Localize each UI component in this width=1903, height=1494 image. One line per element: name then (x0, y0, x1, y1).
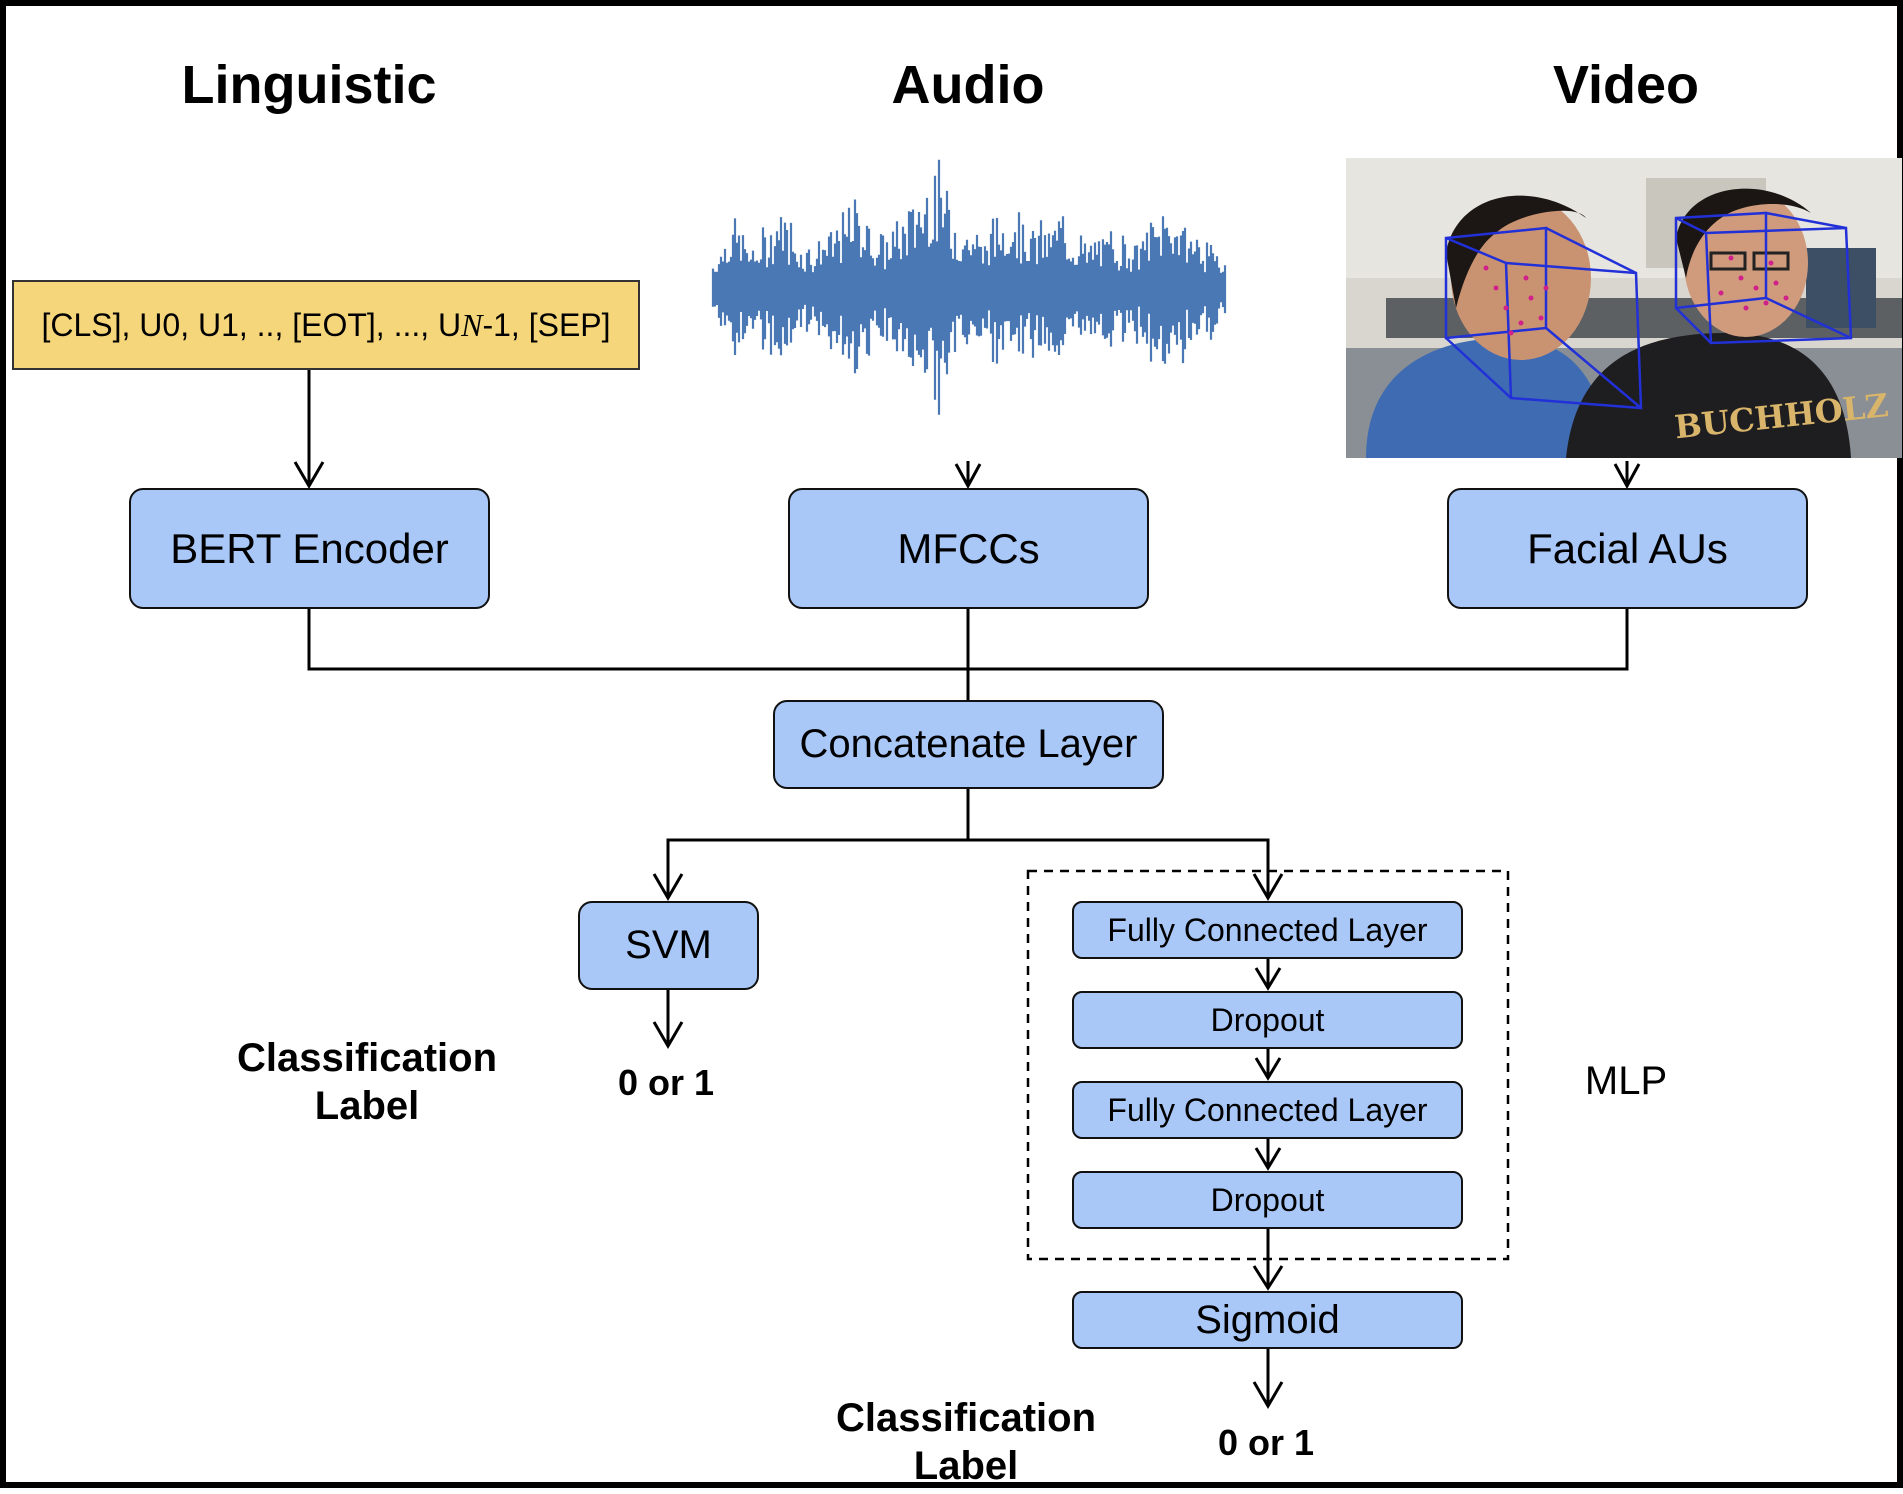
arrowhead-mlp (1252, 873, 1284, 901)
mlp-label: MLP (1584, 1059, 1668, 1103)
mlp-dropout1-box: Dropout (1072, 991, 1463, 1049)
arrowhead-fc2 (1254, 1057, 1282, 1081)
arrowhead-aus (1613, 463, 1641, 490)
input-sequence-suffix: -1, [SEP] (482, 306, 611, 343)
input-sequence-prefix: [CLS], U0, U1, .., [EOT], ..., U (41, 306, 462, 343)
video-frame-image: BUCHHOLZ (1346, 158, 1902, 458)
arrowhead-svm-output (652, 1021, 684, 1049)
sigmoid-box: Sigmoid (1072, 1291, 1463, 1349)
audio-waveform (711, 159, 1227, 415)
mlp-dropout2-box: Dropout (1072, 1171, 1463, 1229)
arrowhead-sigmoid (1252, 1265, 1284, 1291)
classification-label-mlp-line1: Classification (835, 1396, 1097, 1440)
mlp-container (1026, 869, 1510, 1261)
mlp-output-label: 0 or 1 (1217, 1422, 1315, 1463)
arrowhead-sigmoid-output (1252, 1381, 1284, 1409)
bert-encoder-box: BERT Encoder (129, 488, 490, 609)
mlp-fc2-box: Fully Connected Layer (1072, 1081, 1463, 1139)
input-sequence-n: N (461, 306, 483, 343)
concatenate-layer-box: Concatenate Layer (773, 700, 1164, 789)
classification-label-svm: Classification Label (237, 1034, 497, 1130)
connector-concat-split (666, 789, 970, 898)
classification-label-svm-line1: Classification (236, 1036, 498, 1080)
classification-label-svm-line2: Label (314, 1084, 420, 1128)
heading-video: Video (1552, 55, 1700, 115)
svm-output-label: 0 or 1 (617, 1062, 715, 1103)
arrowhead-drop2 (1254, 1147, 1282, 1171)
arrowhead-mfcc (954, 463, 982, 490)
svm-box: SVM (578, 901, 759, 990)
heading-audio: Audio (891, 55, 1045, 115)
heading-linguistic: Linguistic (181, 55, 437, 115)
classification-label-mlp: Classification Label (836, 1394, 1096, 1490)
mfcc-box: MFCCs (788, 488, 1149, 609)
connector-concat-to-mlp (968, 838, 1270, 898)
mlp-fc1-box: Fully Connected Layer (1072, 901, 1463, 959)
arrowhead-drop1 (1254, 967, 1282, 991)
facial-aus-box: Facial AUs (1447, 488, 1808, 609)
waveform-path (711, 159, 1227, 415)
arrowhead-bert (293, 461, 325, 489)
classification-label-mlp-line2: Label (913, 1444, 1019, 1488)
arrowhead-svm (652, 873, 684, 901)
connector-layer (293, 159, 1641, 1409)
